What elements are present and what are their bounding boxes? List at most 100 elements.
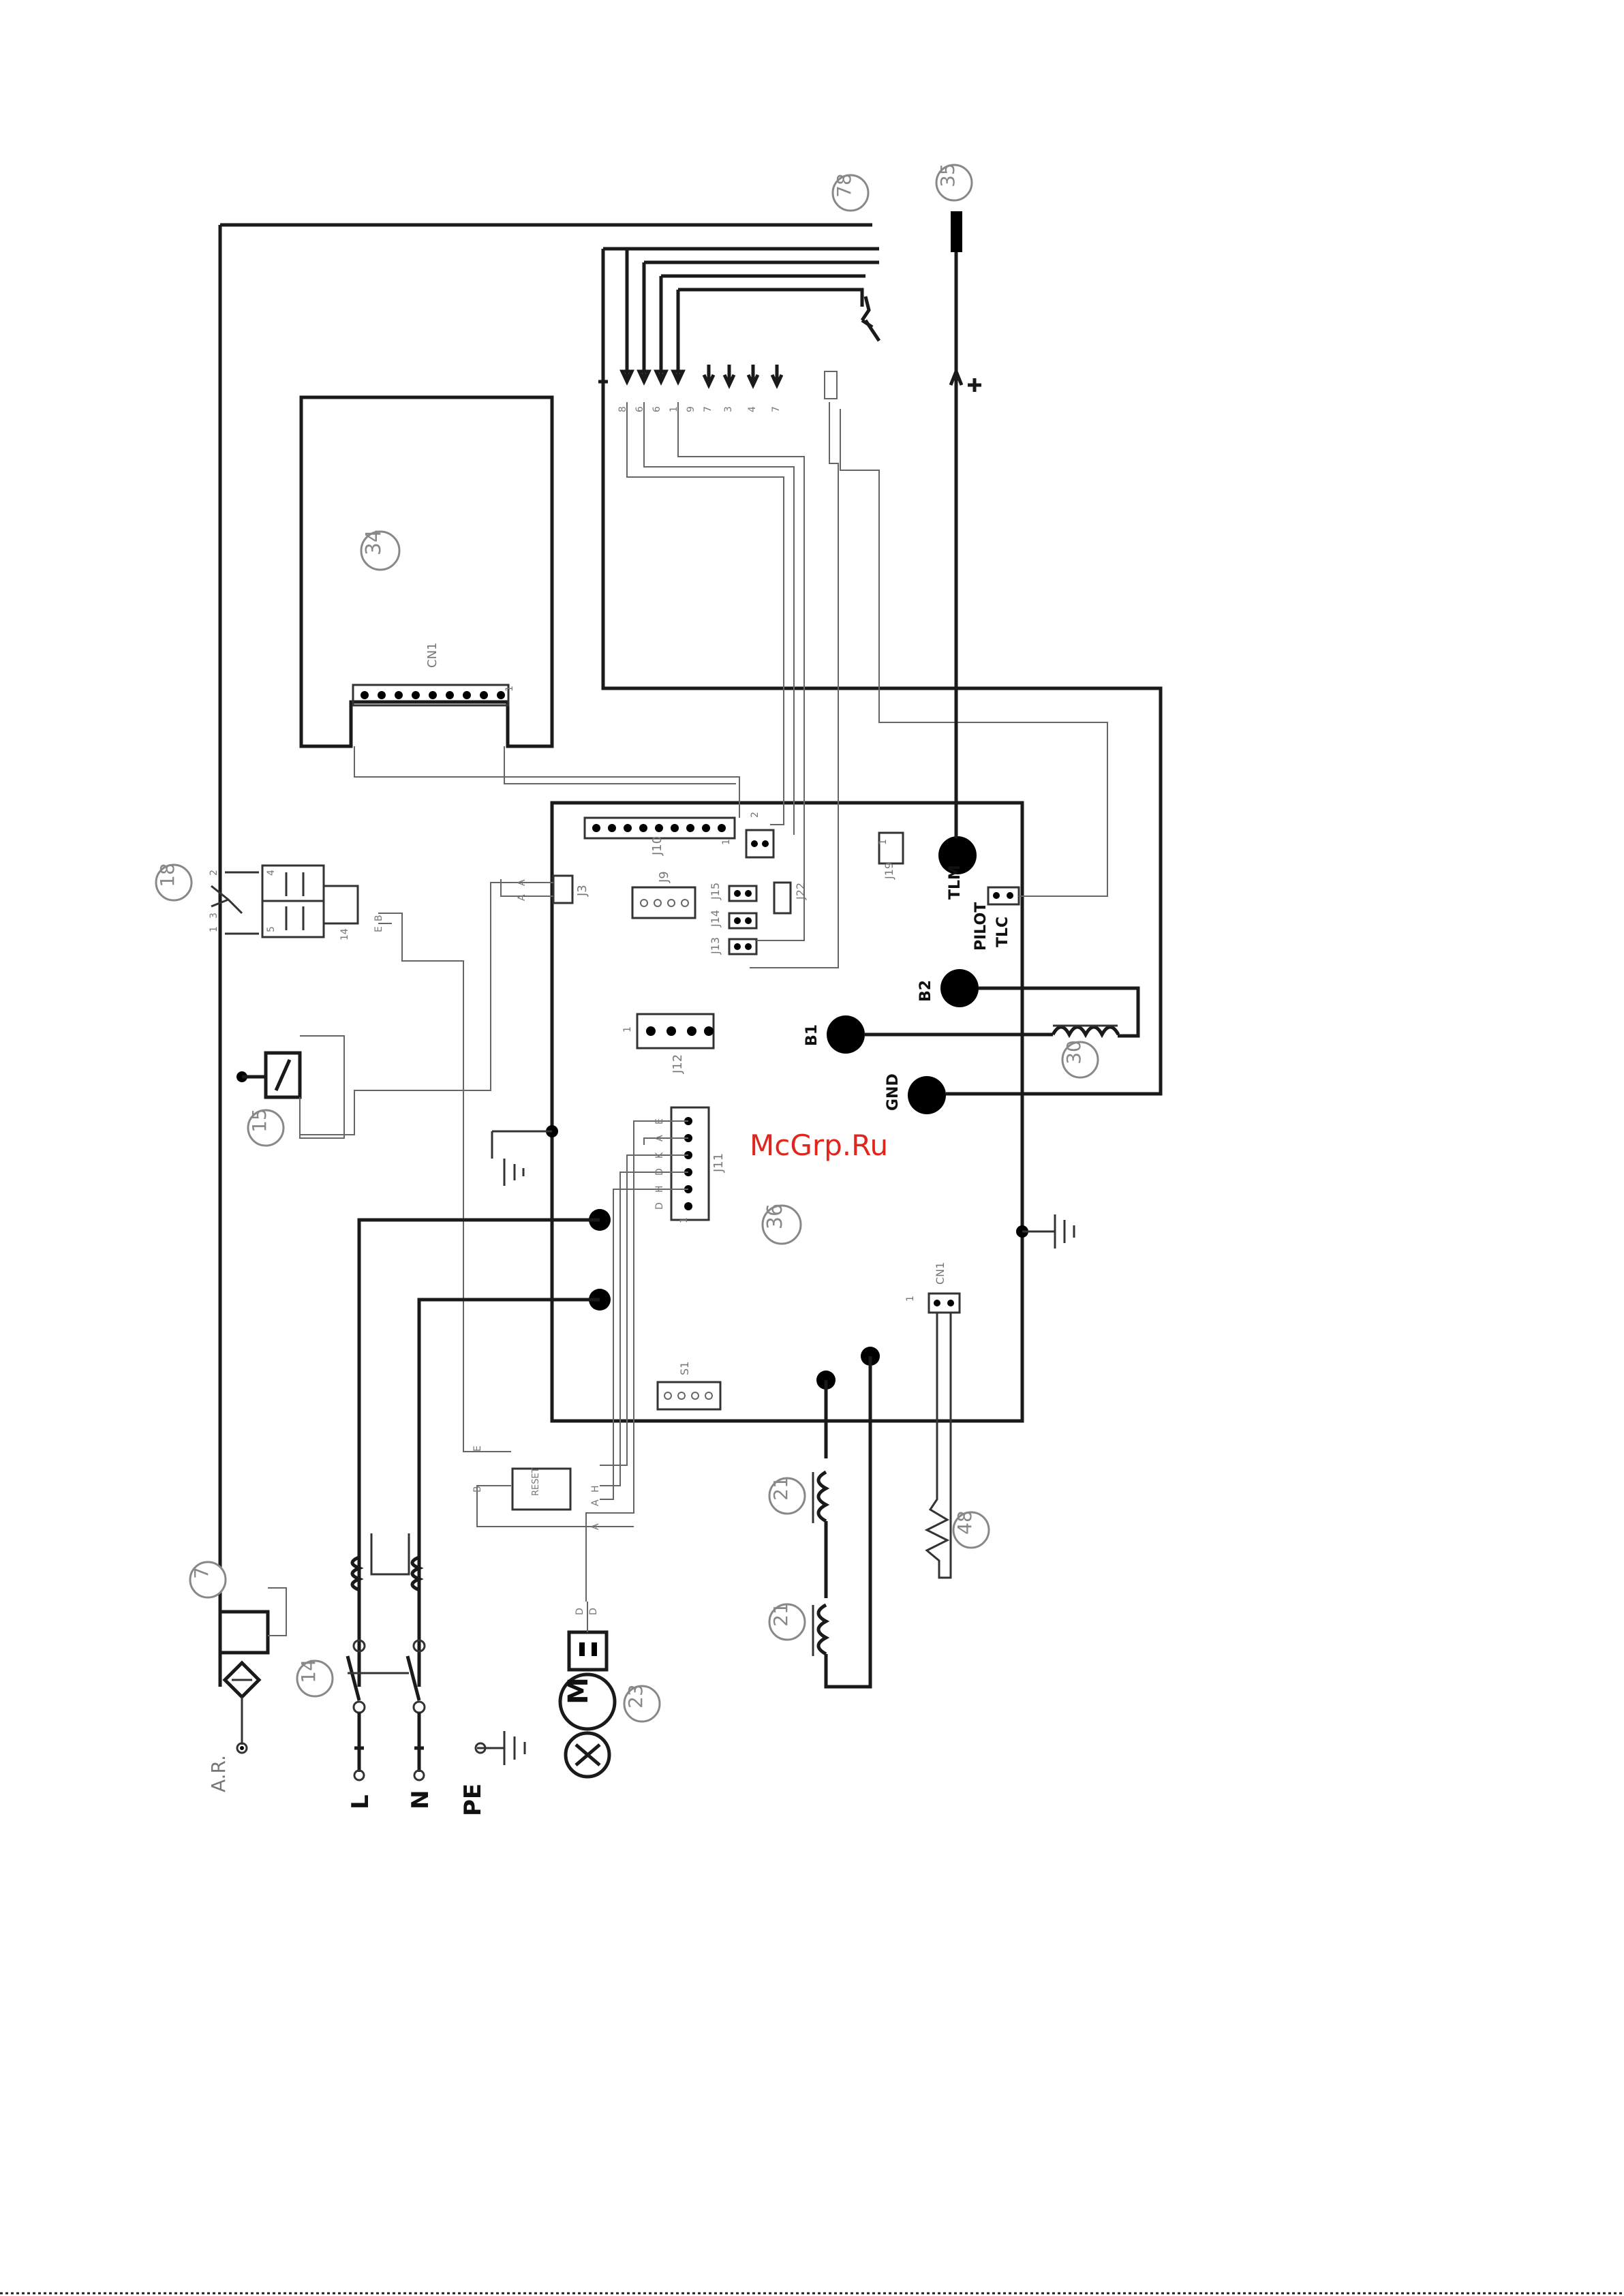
motor-code: D — [574, 1608, 585, 1615]
s1-connector — [658, 1382, 720, 1409]
s1-label: S1 — [678, 1362, 691, 1375]
pilot-label: PILOT — [972, 902, 990, 951]
j11-pin-code: H — [654, 1185, 665, 1193]
misc-code: 1 — [679, 1217, 690, 1223]
main-switch-14: 14 L N PE — [297, 1640, 487, 1816]
torch-pin-code: 3 — [723, 406, 734, 412]
module-34: CN1 34 — [301, 397, 552, 746]
neutral-label: N — [407, 1790, 434, 1809]
cn1-pins — [361, 691, 505, 699]
reset-code: B — [472, 1486, 483, 1493]
cn1-top-label: CN1 — [425, 643, 440, 669]
callout-21a-text: 21 — [769, 1476, 792, 1501]
j13-connector — [729, 939, 756, 954]
valve-port-code: 1 — [209, 926, 219, 932]
j19-label: J19 — [883, 862, 895, 880]
reset-code: A — [590, 1499, 601, 1506]
j11-pin-code: D — [654, 1202, 665, 1210]
b2-terminal — [940, 969, 979, 1007]
misc-code: 1 — [622, 1026, 633, 1032]
gnd-terminal — [908, 1076, 946, 1114]
torch-pin-code: 1 — [669, 406, 679, 412]
valve-code: B — [373, 915, 384, 921]
j9-label: J9 — [657, 871, 671, 883]
j9-connector — [632, 887, 695, 918]
pressure-switch-15: 15 — [236, 1036, 344, 1146]
valve-code: E — [373, 926, 384, 932]
motor-symbol: M — [563, 1677, 594, 1704]
j10-label: J10 — [650, 836, 664, 856]
pilot-tlc-connector — [988, 887, 1019, 904]
j15-connector — [729, 886, 756, 901]
b1-terminal — [827, 1015, 865, 1054]
misc-code: 1 — [878, 839, 889, 845]
j11-pin-code: A — [654, 1135, 665, 1142]
j15-label: J15 — [709, 883, 722, 900]
torch-pin-code: 7 — [771, 406, 782, 412]
j11-pin-code: E — [654, 1118, 665, 1124]
callout-36-text: 36 — [763, 1204, 787, 1229]
fan-motor-23: M 23 — [560, 1602, 660, 1777]
callout-34-text: 34 — [362, 530, 386, 555]
wiring: 30 — [220, 211, 1161, 1687]
torch-pin-code: 8 — [617, 406, 628, 412]
motor-code: D — [588, 1608, 599, 1615]
cn1-bottom-connector — [929, 1294, 960, 1313]
torch-pin-code: 6 — [634, 406, 645, 412]
j22-connector — [774, 883, 791, 913]
j22-label: J22 — [794, 883, 807, 900]
earth-label: PE — [459, 1784, 487, 1816]
b1-label: B1 — [803, 1024, 821, 1046]
j11-pin-code: D — [654, 1168, 665, 1176]
callout-15-text: 15 — [248, 1108, 271, 1133]
torch-pin-code: 9 — [686, 406, 696, 412]
j3-connector — [553, 876, 572, 903]
reset-switch: RESET — [512, 1467, 570, 1510]
j3-pin-code: A — [517, 879, 527, 886]
reset-code: H — [590, 1485, 601, 1493]
misc-code: 1 — [721, 839, 732, 845]
control-board-36: J10 J3 J9 J15 J14 J13 J22 J19 J12 J11 S1 — [546, 803, 1028, 1421]
j3-pin-code: A — [517, 894, 527, 901]
callout-14-text: 14 — [297, 1659, 320, 1683]
air-inlet-label: A.R. — [207, 1755, 230, 1792]
j12-label: J12 — [671, 1054, 685, 1074]
callout-21b-text: 21 — [769, 1602, 792, 1627]
gnd-label: GND — [885, 1073, 902, 1111]
cn1-bottom-label: CN1 — [934, 1262, 947, 1285]
torch-pin-code: 7 — [703, 406, 714, 412]
wire-codes: 8 6 6 1 9 7 3 4 7 E A K D H D A A 4 2 5 … — [209, 406, 916, 1615]
line-label: L — [347, 1794, 374, 1809]
j11-label: J11 — [711, 1153, 726, 1173]
solenoid-valve-18: 18 — [156, 863, 358, 937]
callout-35-text: 35 — [936, 163, 959, 187]
j3-label: J3 — [575, 885, 589, 897]
callout-7-text: 7 — [190, 1567, 213, 1579]
valve-port-code: 5 — [266, 926, 277, 932]
misc-code: 2 — [750, 812, 761, 818]
reset-code: A — [590, 1523, 601, 1530]
callout-30-text: 30 — [1062, 1040, 1085, 1065]
valve-port-code: 2 — [209, 870, 219, 876]
b2-label: B2 — [917, 980, 934, 1002]
filter-regulator-7: 7 A.R. — [190, 1562, 286, 1792]
j19-connector — [879, 833, 903, 863]
misc-code: 1 — [905, 1296, 916, 1302]
j14-label: J14 — [709, 910, 722, 928]
valve-port-code: 14 — [339, 928, 350, 940]
tlm-label: TLM — [947, 865, 964, 900]
j13-label: J13 — [709, 937, 722, 955]
valve-port-code: 3 — [209, 913, 219, 919]
callout-48-text: 48 — [953, 1510, 976, 1535]
tlc-label: TLC — [994, 917, 1011, 947]
watermark: McGrp.Ru — [750, 1129, 888, 1162]
cn1-board-connector — [746, 830, 773, 857]
valve-port-code: 4 — [266, 870, 277, 876]
torch-pin-code: 4 — [747, 406, 758, 412]
reset-label: RESET — [531, 1467, 541, 1496]
misc-code: 1 — [504, 686, 515, 692]
j14-connector — [729, 913, 756, 928]
j11-pin-code: K — [654, 1152, 665, 1159]
callout-18-text: 18 — [156, 863, 179, 887]
